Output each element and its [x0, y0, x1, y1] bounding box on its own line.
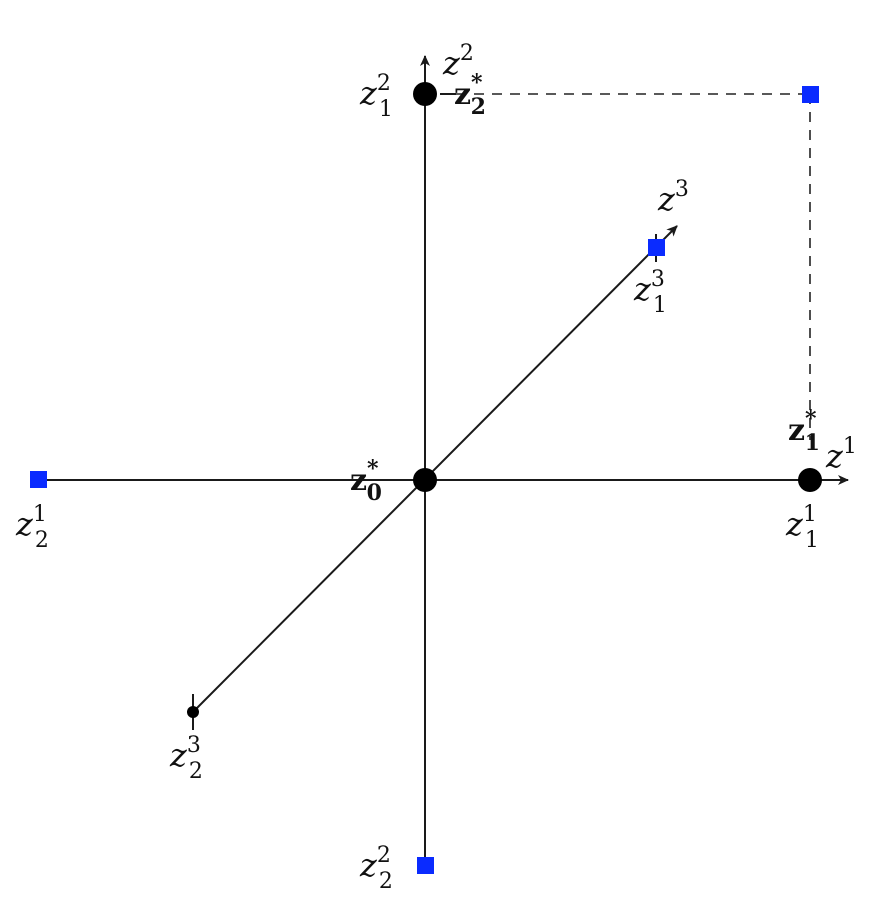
corner-marker — [802, 86, 819, 103]
point-z0star-marker — [413, 468, 437, 492]
point-z1star-label: z*1 — [788, 406, 820, 456]
axis-z1-label: z1 — [825, 434, 857, 475]
point-z23-marker — [187, 706, 199, 718]
point-z11-marker — [798, 468, 822, 492]
point-z13-marker — [648, 239, 665, 256]
point-z22-marker — [417, 857, 434, 874]
axis-z3-label: z3 — [657, 177, 689, 218]
point-z12-marker — [413, 82, 437, 106]
point-z0star-label: z*0 — [350, 456, 382, 506]
point-z21-marker — [30, 471, 47, 488]
axis-z3-line — [192, 225, 678, 713]
point-z2star-label: z*2 — [454, 70, 486, 120]
axis-z2-label: z2 — [442, 41, 474, 82]
